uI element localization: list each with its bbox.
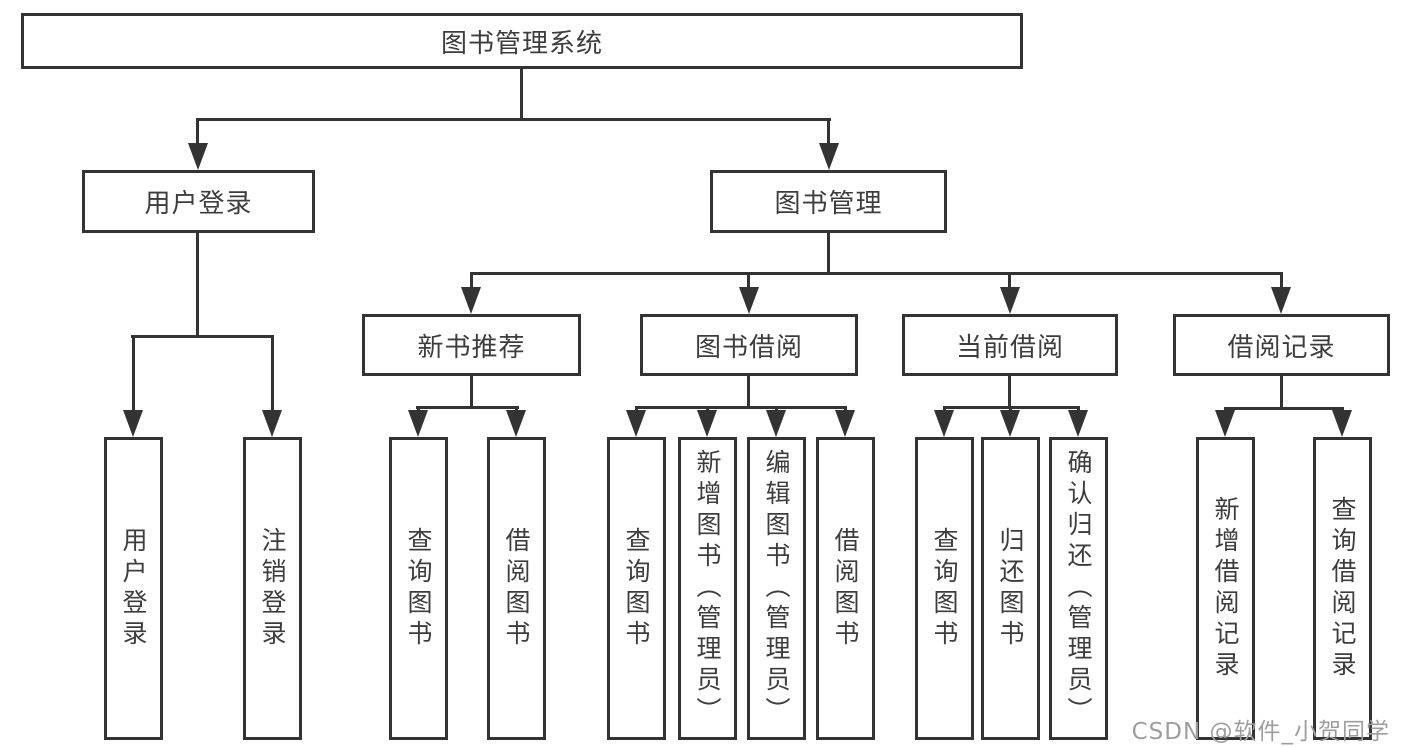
leaf-query-borrow-record: 查询借阅记录 bbox=[1313, 437, 1372, 740]
arrowhead-icon bbox=[408, 410, 428, 437]
arrowhead-icon bbox=[739, 287, 759, 314]
node-book-management-group: 图书管理 bbox=[710, 170, 947, 233]
leaf-query-book-1-label: 查询图书 bbox=[404, 526, 433, 651]
connector-line bbox=[1008, 376, 1011, 409]
arrowhead-icon bbox=[1000, 410, 1020, 437]
arrowhead-icon bbox=[1271, 287, 1291, 314]
node-new-book-recommend-label: 新书推荐 bbox=[417, 332, 526, 363]
arrowhead-icon bbox=[188, 143, 208, 170]
arrowhead-icon bbox=[835, 410, 855, 437]
arrowhead-icon bbox=[461, 287, 481, 314]
connector-line bbox=[416, 406, 519, 409]
arrowhead-icon bbox=[819, 143, 839, 170]
leaf-add-borrow-record-label: 新增借阅记录 bbox=[1211, 495, 1240, 682]
connector-line bbox=[132, 335, 135, 413]
arrowhead-icon bbox=[697, 410, 717, 437]
leaf-query-book-2: 查询图书 bbox=[607, 437, 666, 740]
node-borrowing-records: 借阅记录 bbox=[1173, 314, 1390, 376]
node-root-label: 图书管理系统 bbox=[440, 28, 603, 59]
arrowhead-icon bbox=[626, 410, 646, 437]
connector-line bbox=[470, 376, 473, 409]
connector-line bbox=[196, 118, 831, 121]
leaf-return-book-label: 归还图书 bbox=[996, 526, 1025, 651]
arrowhead-icon bbox=[1215, 410, 1235, 437]
node-user-login-group-label: 用户登录 bbox=[144, 189, 253, 219]
leaf-borrow-book-2: 借阅图书 bbox=[816, 437, 875, 740]
connector-line bbox=[747, 376, 750, 409]
leaf-borrow-book-1-label: 借阅图书 bbox=[502, 526, 531, 651]
node-current-borrowing-label: 当前借阅 bbox=[955, 332, 1064, 363]
connector-line bbox=[470, 272, 1283, 275]
leaf-return-book: 归还图书 bbox=[981, 437, 1040, 740]
connector-line bbox=[131, 335, 274, 338]
node-book-borrowing-label: 图书借阅 bbox=[694, 332, 803, 363]
node-user-login-group: 用户登录 bbox=[82, 170, 315, 233]
connector-line bbox=[827, 118, 830, 148]
leaf-logout-label: 注销登录 bbox=[258, 526, 287, 651]
connector-line bbox=[1008, 272, 1011, 291]
arrowhead-icon bbox=[766, 410, 786, 437]
connector-line bbox=[635, 406, 847, 409]
leaf-edit-book-admin-label: 编辑图书（管理员） bbox=[762, 449, 791, 728]
leaf-query-book-3: 查询图书 bbox=[915, 437, 974, 740]
connector-line bbox=[271, 335, 274, 413]
leaf-add-book-admin-label: 新增图书（管理员） bbox=[693, 449, 722, 728]
connector-line bbox=[196, 233, 199, 338]
leaf-query-book-2-label: 查询图书 bbox=[622, 526, 651, 651]
connector-line bbox=[470, 272, 473, 291]
connector-line bbox=[1224, 407, 1344, 410]
connector-line bbox=[1280, 376, 1283, 410]
connector-line bbox=[1280, 272, 1283, 291]
leaf-add-borrow-record: 新增借阅记录 bbox=[1196, 437, 1255, 740]
node-current-borrowing: 当前借阅 bbox=[902, 314, 1118, 376]
leaf-query-book-3-label: 查询图书 bbox=[930, 526, 959, 651]
arrowhead-icon bbox=[506, 410, 526, 437]
leaf-borrow-book-1: 借阅图书 bbox=[487, 437, 546, 740]
arrowhead-icon bbox=[1068, 410, 1088, 437]
leaf-edit-book-admin: 编辑图书（管理员） bbox=[747, 437, 806, 740]
node-new-book-recommend: 新书推荐 bbox=[362, 314, 581, 376]
leaf-logout: 注销登录 bbox=[243, 437, 302, 740]
arrowhead-icon bbox=[123, 410, 143, 437]
connector-line bbox=[747, 272, 750, 291]
leaf-query-borrow-record-label: 查询借阅记录 bbox=[1328, 495, 1357, 682]
leaf-query-book-1: 查询图书 bbox=[389, 437, 448, 740]
node-book-borrowing: 图书借阅 bbox=[640, 314, 858, 376]
connector-line bbox=[520, 69, 523, 121]
connector-line bbox=[196, 118, 199, 148]
arrowhead-icon bbox=[1332, 410, 1352, 437]
leaf-add-book-admin: 新增图书（管理员） bbox=[678, 437, 737, 740]
node-root: 图书管理系统 bbox=[21, 13, 1023, 69]
arrowhead-icon bbox=[934, 410, 954, 437]
leaf-user-login-label: 用户登录 bbox=[119, 526, 148, 651]
leaf-confirm-return-admin-label: 确认归还（管理员） bbox=[1064, 449, 1093, 728]
node-book-management-group-label: 图书管理 bbox=[774, 189, 883, 219]
leaf-borrow-book-2-label: 借阅图书 bbox=[831, 526, 860, 651]
csdn-watermark: CSDN @软件_小贺同学 bbox=[1131, 719, 1390, 745]
leaf-confirm-return-admin: 确认归还（管理员） bbox=[1049, 437, 1108, 740]
connector-line bbox=[827, 233, 830, 275]
node-borrowing-records-label: 借阅记录 bbox=[1227, 332, 1336, 363]
arrowhead-icon bbox=[1000, 287, 1020, 314]
arrowhead-icon bbox=[262, 410, 282, 437]
leaf-user-login: 用户登录 bbox=[104, 437, 163, 740]
